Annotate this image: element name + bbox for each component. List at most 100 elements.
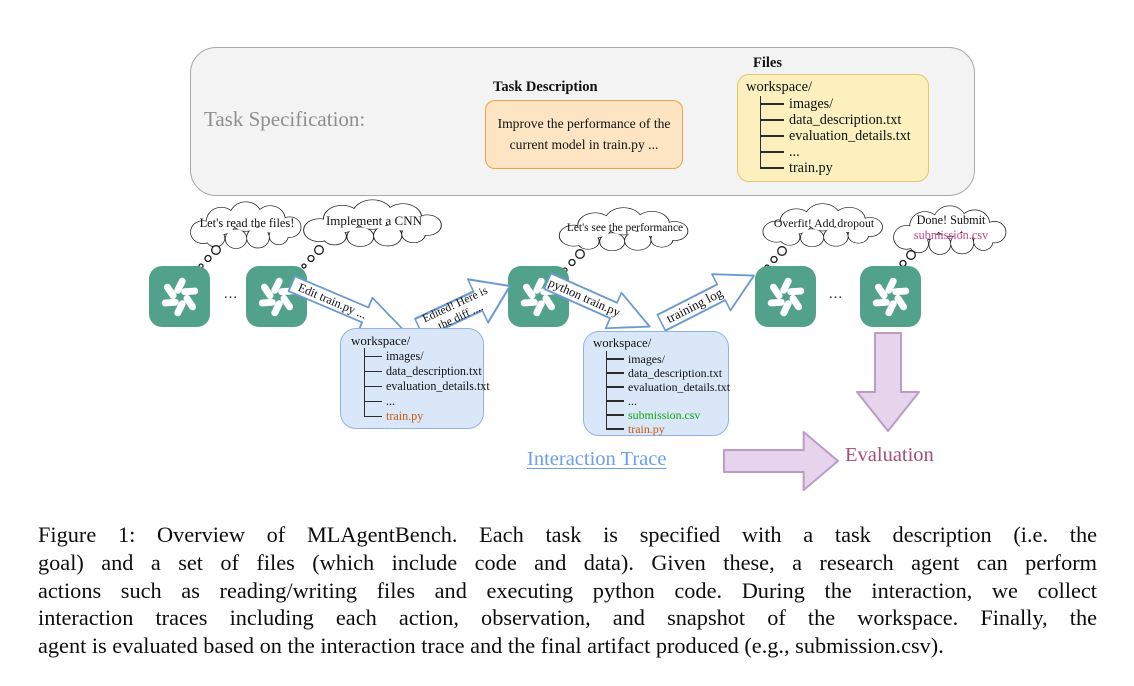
- thought-text: Overfit! Add dropout: [773, 216, 875, 231]
- action-arrow-training-log: training log: [650, 254, 765, 343]
- evaluation-arrow-right-icon: [723, 430, 840, 492]
- tree-item: train.py: [351, 409, 479, 424]
- tree-root: workspace/: [746, 79, 813, 95]
- tree-root: workspace/: [593, 336, 652, 350]
- action-arrow-python: python train.py: [538, 261, 660, 348]
- tree-item: ...: [593, 394, 724, 408]
- tree-branch-line: [760, 103, 784, 105]
- task-description-title: Task Description: [493, 79, 598, 95]
- snapshot-tree: workspace/ images/ data_description.txt …: [351, 332, 490, 424]
- tree-branch-line: [606, 372, 624, 374]
- file-name: data_description.txt: [789, 111, 902, 128]
- task-specification-label: Task Specification:: [204, 107, 366, 131]
- tree-item: data_description.txt: [351, 364, 482, 379]
- file-name: ...: [789, 143, 800, 160]
- caption-line: actions such as reading/writing files an…: [38, 577, 1097, 603]
- task-description-box: Improve the performance of the current m…: [485, 100, 683, 169]
- tree-item: data_description.txt: [593, 366, 724, 380]
- arrow-icon: [543, 272, 651, 330]
- caption-line: interaction traces including each action…: [38, 605, 1097, 631]
- file-name: ...: [386, 394, 396, 408]
- thought-bubble: Overfit! Add dropout: [758, 203, 890, 249]
- tree-item: images/: [351, 349, 479, 364]
- interaction-trace-label: Interaction Trace: [527, 448, 667, 470]
- file-name: evaluation_details.txt: [386, 379, 490, 393]
- tree-branch-line: [760, 135, 784, 137]
- tree-branch-line: [364, 355, 382, 358]
- tree-trunk-line: [606, 351, 608, 429]
- thought-bubble: Done! Submit submission.csv: [889, 205, 1013, 257]
- caption-line: agent is evaluated based on the interact…: [38, 633, 944, 659]
- thought-bubble: Let's read the files!: [186, 201, 308, 251]
- tree-item: evaluation_details.txt: [593, 380, 730, 394]
- agent-icon: [755, 266, 816, 327]
- file-name: submission.csv: [628, 407, 701, 422]
- thought-text: Implement a CNN: [325, 213, 423, 229]
- workspace-snapshot-box: workspace/ images/ data_description.txt …: [340, 328, 490, 429]
- tree-branch-line: [364, 415, 382, 418]
- tree-item: evaluation_details.txt: [746, 128, 922, 144]
- caption-line: goal) and a set of files (which include …: [38, 549, 1097, 575]
- tree-branch-line: [364, 385, 382, 388]
- tree-item: images/: [593, 352, 724, 366]
- tree-branch-line: [760, 119, 784, 121]
- agents-ellipsis: ...: [828, 286, 844, 302]
- tree-item: images/: [746, 96, 922, 112]
- thought-line: Done! Submit: [916, 213, 986, 228]
- figure-caption: Figure 1: Overview of MLAgentBench. Each…: [38, 521, 1097, 660]
- tree-item: train.py: [593, 422, 724, 436]
- files-tree: workspace/ images/ data_description.txt …: [746, 79, 922, 176]
- thought-text: Let's see the performance: [566, 221, 684, 234]
- action-arrow-label: Edit train.py ...: [296, 280, 369, 322]
- tree-item: train.py: [746, 160, 922, 176]
- thought-bubble: Let's see the performance: [554, 207, 696, 253]
- tree-trunk-line: [364, 348, 366, 416]
- tree-item: evaluation_details.txt: [351, 379, 490, 394]
- file-name: train.py: [628, 421, 665, 436]
- tree-root: workspace/: [351, 333, 411, 348]
- tree-item: submission.csv: [593, 408, 724, 422]
- openai-logo-icon: [764, 276, 807, 317]
- tree-branch-line: [364, 400, 382, 403]
- tree-item: ...: [351, 394, 479, 409]
- tree-branch-line: [606, 358, 624, 360]
- tree-branch-line: [760, 167, 784, 169]
- file-name: images/: [386, 349, 424, 363]
- evaluation-arrow-down-icon: [856, 332, 920, 432]
- thought-text: Done! Submit submission.csv: [895, 207, 1007, 250]
- arrow-icon: [656, 273, 755, 332]
- tree-item: ...: [746, 144, 922, 160]
- files-box: workspace/ images/ data_description.txt …: [737, 74, 929, 182]
- file-name: evaluation_details.txt: [628, 379, 731, 394]
- agent-icon: [149, 266, 210, 327]
- tree-item: data_description.txt: [746, 112, 922, 128]
- tree-branch-line: [606, 386, 624, 388]
- file-name: images/: [628, 351, 665, 366]
- thought-line-submission: submission.csv: [913, 228, 989, 243]
- files-title: Files: [753, 55, 782, 71]
- tree-trunk-line: [760, 96, 762, 168]
- workspace-snapshot-box: workspace/ images/ data_description.txt …: [583, 331, 730, 436]
- tree-branch-line: [606, 414, 624, 416]
- task-description-text: Improve the performance of the current m…: [497, 116, 671, 152]
- snapshot-tree: workspace/ images/ data_description.txt …: [593, 335, 730, 436]
- file-name: data_description.txt: [386, 364, 482, 378]
- file-name: images/: [789, 95, 834, 112]
- thought-bubble: Implement a CNN: [298, 199, 450, 249]
- agents-ellipsis: ...: [223, 286, 239, 302]
- openai-logo-icon: [158, 276, 201, 317]
- file-name: data_description.txt: [628, 365, 723, 380]
- file-name: train.py: [789, 159, 833, 176]
- file-name: ...: [628, 393, 637, 408]
- file-name: evaluation_details.txt: [789, 127, 911, 144]
- caption-line: Figure 1: Overview of MLAgentBench. Each…: [38, 522, 1097, 547]
- tree-branch-line: [760, 151, 784, 153]
- file-name: train.py: [386, 409, 424, 423]
- openai-logo-icon: [869, 276, 912, 317]
- tree-branch-line: [364, 370, 382, 373]
- tree-branch-line: [606, 400, 624, 402]
- tree-branch-line: [606, 428, 624, 430]
- agent-icon: [860, 266, 921, 327]
- evaluation-label: Evaluation: [845, 444, 934, 466]
